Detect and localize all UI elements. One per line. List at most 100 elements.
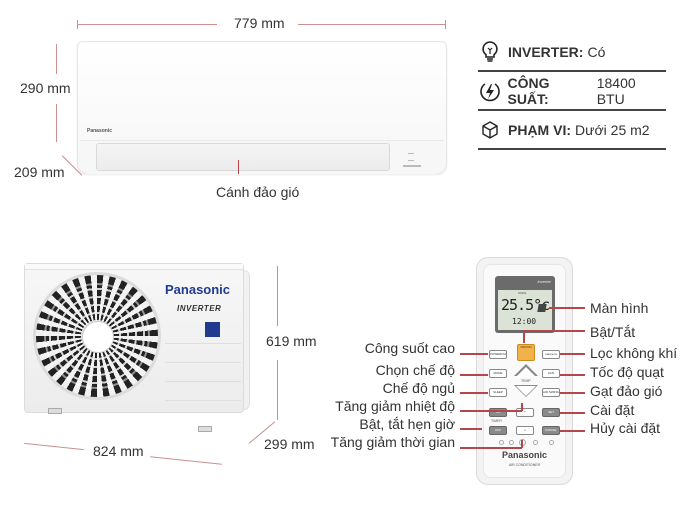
callout-onoff-line: [524, 330, 585, 332]
set-button[interactable]: SET: [542, 408, 560, 417]
temp-down-inner: [516, 386, 536, 396]
indoor-depth-label: 209 mm: [14, 164, 65, 180]
callout-nanoe-line: [560, 353, 585, 355]
callout-timer-time-line-v: [521, 440, 523, 448]
callout-fanspeed-line: [560, 374, 585, 376]
powerful-button[interactable]: POWERFUL /ECO: [489, 350, 507, 359]
timer-off-button[interactable]: OFF: [489, 426, 507, 435]
cube-icon: [478, 118, 502, 142]
fan-grille: [33, 272, 161, 400]
callout-screen: Màn hình: [590, 300, 649, 316]
outdoor-width-label: 824 mm: [93, 443, 144, 459]
indoor-width-line-right: [298, 24, 446, 25]
spec-range: PHẠM VI: Dưới 25 m2: [478, 112, 666, 150]
callout-fanspeed: Tốc độ quạt: [590, 364, 664, 380]
lcd-logo: Inverter: [537, 279, 551, 284]
outdoor-width-line-left: [24, 442, 84, 451]
indoor-brand: Panasonic: [87, 128, 113, 134]
timer-label: TIMER: [491, 419, 502, 423]
spec-range-key: PHẠM VI:: [508, 122, 571, 138]
spec-power-value: 18400 BTU: [596, 75, 636, 107]
outdoor-brand: Panasonic: [165, 282, 231, 297]
mode-button[interactable]: MODE: [489, 369, 507, 378]
callout-onoff: Bật/Tắt: [590, 324, 636, 340]
temp-up-inner: [516, 367, 536, 377]
callout-cancel: Hủy cài đặt: [590, 420, 661, 436]
remote-control: Inverter COOL 25.5°c 12:00 OFF/ON POWERF…: [476, 257, 573, 485]
outdoor-inverter-logo: INVERTER: [177, 304, 222, 313]
timer-up-button[interactable]: ^: [516, 408, 534, 417]
sleep-button[interactable]: SLEEP: [489, 388, 507, 397]
spec-range-value: Dưới 25 m2: [575, 122, 650, 138]
outdoor-height-label: 619 mm: [266, 333, 317, 349]
outdoor-depth-label: 299 mm: [264, 436, 315, 452]
callout-timer-time: Tăng giảm thời gian: [330, 434, 455, 450]
indoor-width-label: 779 mm: [234, 15, 285, 31]
callout-temp-line-v: [521, 403, 523, 411]
callout-set: Cài đặt: [590, 402, 635, 418]
cancel-button[interactable]: CANCEL: [542, 426, 560, 435]
outdoor-unit-image: Panasonic INVERTER: [24, 263, 244, 413]
indoor-indicator: [408, 153, 414, 161]
lightbulb-icon: [478, 40, 502, 64]
outdoor-height-line-bottom: [277, 360, 278, 420]
set-small-button[interactable]: [499, 440, 504, 445]
temp-label: TEMP: [521, 379, 531, 383]
outdoor-width-line-right: [150, 456, 222, 465]
fan-speed-button[interactable]: FAN SPEED QUIET: [542, 369, 560, 378]
spec-power: CÔNG SUẤT: 18400 BTU: [478, 73, 666, 111]
signal-small-button[interactable]: [549, 440, 554, 445]
callout-airswing-line: [560, 392, 585, 394]
spec-power-key: CÔNG SUẤT:: [507, 75, 550, 107]
nanoe-button[interactable]: nanoe-G: [542, 350, 560, 359]
callout-powerful-line: [460, 353, 488, 355]
flap-label: Cánh đảo gió: [216, 184, 300, 200]
spec-inverter: INVERTER: Có: [478, 34, 666, 72]
indoor-width-tick-left: [77, 20, 78, 29]
power-bolt-icon: [478, 79, 501, 103]
callout-powerful: Công suốt cao: [364, 340, 455, 356]
indoor-height-label: 290 mm: [20, 80, 71, 96]
air-swing-button[interactable]: AIR SWING: [542, 388, 560, 397]
spec-inverter-value: Có: [587, 44, 606, 60]
outdoor-slat: [165, 362, 241, 363]
timer-on-button[interactable]: ON: [489, 408, 507, 417]
callout-set-line: [560, 412, 585, 414]
indoor-height-line-top: [56, 44, 57, 74]
outdoor-slat: [165, 400, 241, 401]
remote-brand: Panasonic: [501, 450, 548, 460]
indoor-width-tick-right: [445, 20, 446, 29]
callout-mode-line: [460, 374, 488, 376]
callout-airswing: Gạt đảo gió: [590, 383, 663, 399]
flap-callout-line: [238, 160, 239, 174]
indoor-height-line-bottom: [56, 104, 57, 142]
callout-sleep: Chế độ ngủ: [382, 380, 455, 396]
outdoor-slat: [165, 381, 241, 382]
lcd-time: 12:00: [512, 317, 537, 326]
callout-onoff-line-v: [523, 330, 525, 343]
lcd-display: COOL 25.5°c 12:00: [498, 290, 552, 330]
indoor-width-line-left: [77, 24, 217, 25]
check-small-button[interactable]: [509, 440, 514, 445]
outdoor-height-line-top: [277, 266, 278, 326]
reset-small-button[interactable]: [533, 440, 538, 445]
callout-temp: Tăng giảm nhiệt độ: [335, 398, 455, 414]
spec-inverter-key: INVERTER:: [508, 44, 584, 60]
remote-subtitle: AIR CONDITIONER: [508, 463, 541, 467]
callout-timer-onoff-line: [460, 428, 482, 430]
timer-down-button[interactable]: v: [516, 426, 534, 435]
lcd-screen: Inverter COOL 25.5°c 12:00: [495, 276, 555, 333]
indoor-flap: [96, 143, 390, 171]
callout-sleep-line: [460, 392, 488, 394]
fan-mode-icon: [537, 304, 547, 312]
callout-mode: Chọn chế độ: [375, 362, 455, 378]
lcd-mode: COOL: [518, 291, 527, 295]
outdoor-foot-right: [198, 426, 212, 432]
indoor-unit-image: Panasonic: [77, 41, 447, 174]
onoff-button[interactable]: OFF/ON: [517, 344, 535, 361]
outdoor-badge-icon: [205, 322, 220, 337]
callout-cancel-line: [560, 430, 585, 432]
outdoor-foot-left: [48, 408, 62, 414]
outdoor-top: [25, 264, 243, 270]
callout-nanoe: Lọc không khí: [590, 345, 678, 361]
